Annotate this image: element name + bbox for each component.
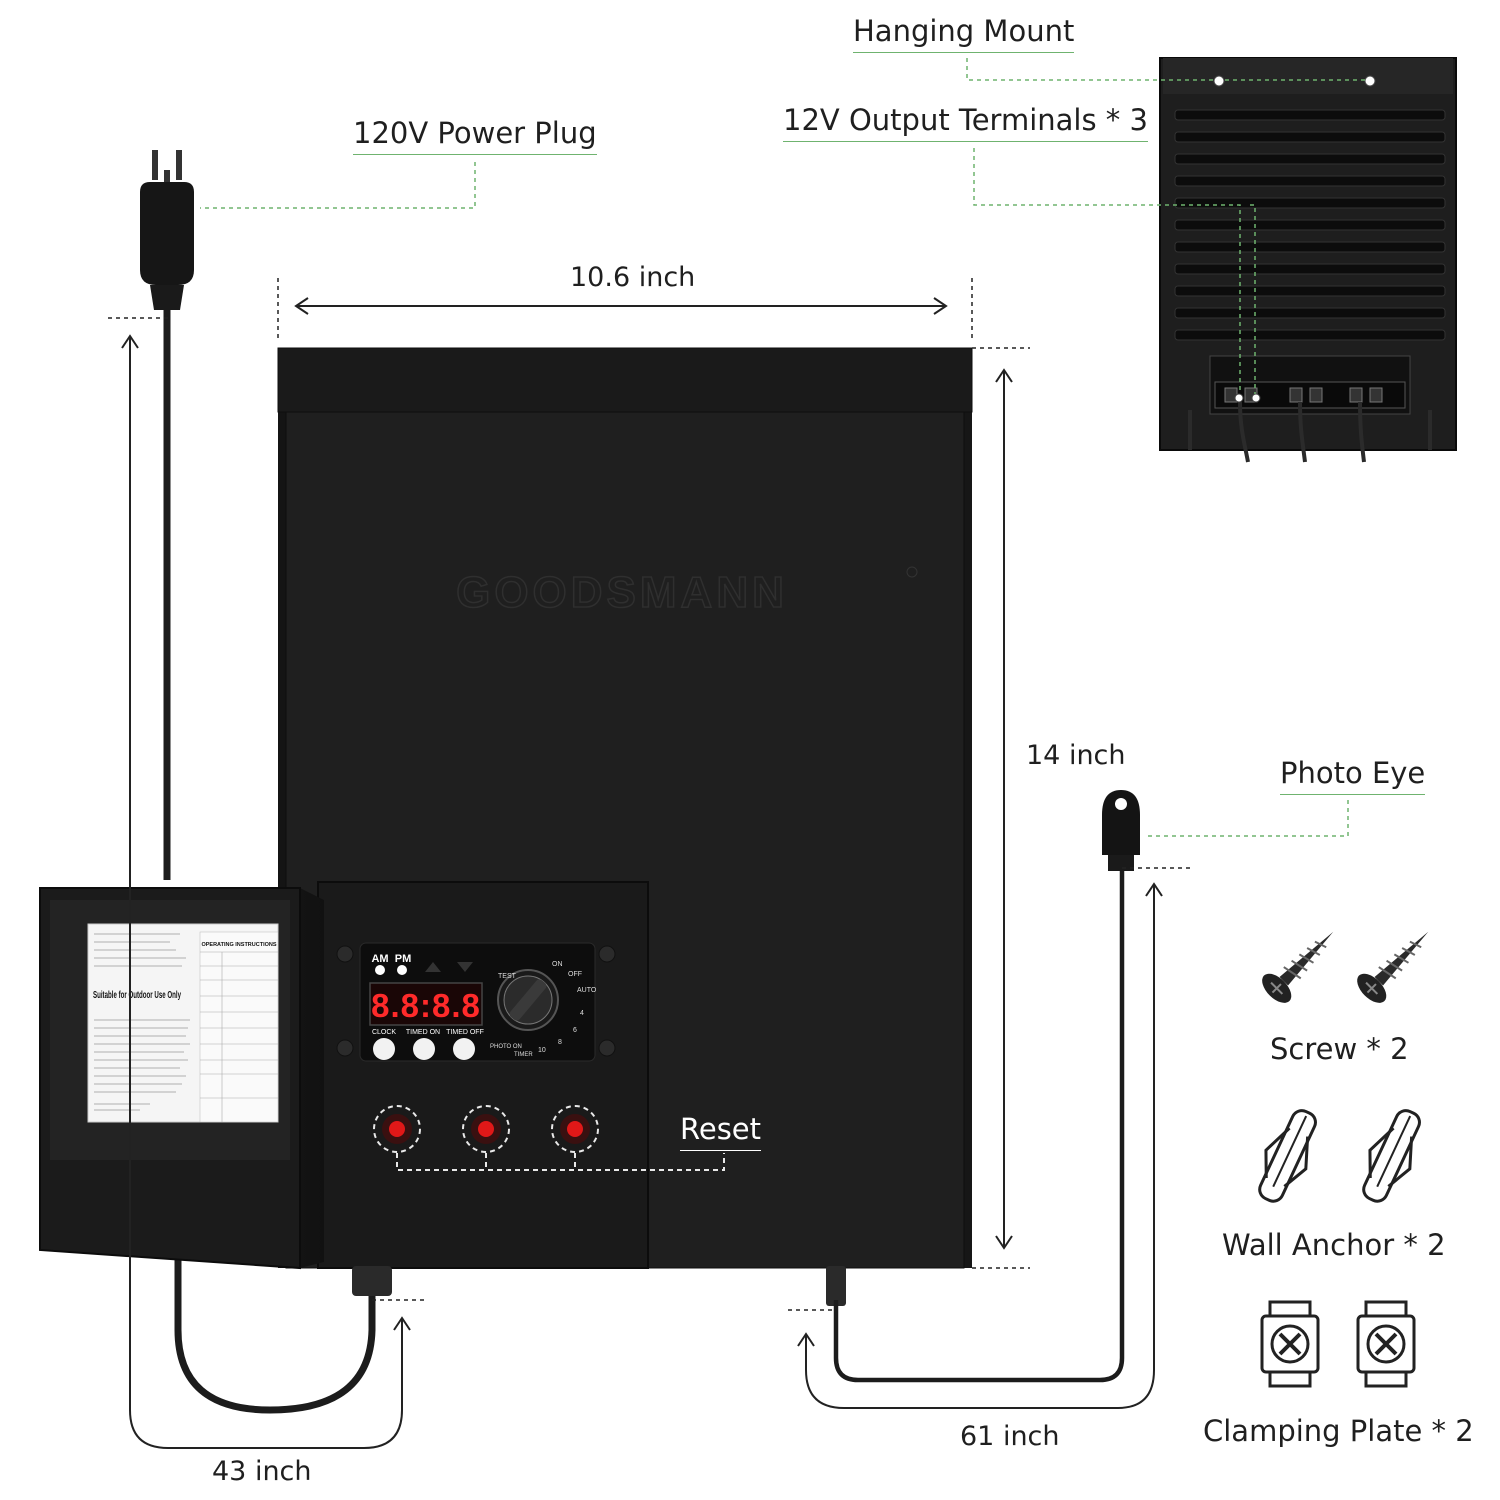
reset-buttons bbox=[373, 1105, 725, 1171]
am-label: AM bbox=[371, 953, 388, 965]
power-plug-label: 120V Power Plug bbox=[353, 116, 597, 155]
clamping-plate-label: Clamping Plate * 2 bbox=[1203, 1414, 1474, 1448]
dial-mark-test: TEST bbox=[498, 973, 517, 980]
screw-icon bbox=[1262, 931, 1429, 1003]
dial-mark-4: 4 bbox=[580, 1010, 584, 1017]
open-door: OPERATING INSTRUCTIONS Suitable for Outd… bbox=[39, 887, 324, 1270]
dial-mark-photo-on: PHOTO ON bbox=[490, 1044, 522, 1050]
suitable-text: Suitable for Outdoor Use Only bbox=[93, 989, 181, 1001]
clamping-plate-icon bbox=[1260, 1300, 1416, 1388]
clock-button-label: CLOCK bbox=[372, 1029, 396, 1036]
photo-eye-label: Photo Eye bbox=[1280, 756, 1426, 795]
timed-off-button bbox=[453, 1038, 475, 1060]
instructions-title: OPERATING INSTRUCTIONS bbox=[201, 942, 276, 948]
back-view bbox=[1159, 57, 1457, 463]
height-dimension: 14 inch bbox=[1026, 740, 1126, 771]
photo-eye-cord bbox=[833, 871, 1125, 1383]
power-cord-length: 43 inch bbox=[212, 1456, 312, 1487]
width-dimension: 10.6 inch bbox=[570, 262, 696, 293]
dial-mark-off: OFF bbox=[568, 971, 582, 978]
dial-mark-6: 6 bbox=[573, 1027, 577, 1034]
brand-emboss: GOODSMANN bbox=[456, 568, 788, 617]
dimension-lines bbox=[108, 278, 1190, 1449]
wall-anchor-icon bbox=[1258, 1109, 1421, 1203]
dial-mark-auto: AUTO bbox=[577, 987, 597, 994]
hanging-mount-label: Hanging Mount bbox=[853, 14, 1075, 53]
clock-button bbox=[373, 1038, 395, 1060]
wall-anchor-label: Wall Anchor * 2 bbox=[1222, 1228, 1446, 1262]
photo-eye-cord-length: 61 inch bbox=[960, 1421, 1060, 1452]
timed-on-button bbox=[413, 1038, 435, 1060]
timed-on-button-label: TIMED ON bbox=[406, 1029, 440, 1036]
screw-label: Screw * 2 bbox=[1270, 1032, 1409, 1066]
dial-mark-8: 8 bbox=[558, 1039, 562, 1046]
transformer-box: GOODSMANN AM PM 8.8:8.8 CLOCK TIMED ON T… bbox=[277, 347, 973, 1306]
power-cord bbox=[163, 310, 376, 1414]
timed-off-button-label: TIMED OFF bbox=[446, 1029, 484, 1036]
led-display: 8.8:8.8 bbox=[371, 987, 481, 1024]
callout-leaders bbox=[200, 58, 1365, 837]
reset-label: Reset bbox=[680, 1112, 762, 1151]
power-plug bbox=[140, 150, 194, 310]
photo-eye bbox=[1102, 790, 1140, 871]
output-terminals-label: 12V Output Terminals * 3 bbox=[783, 103, 1148, 142]
dial-mark-on: ON bbox=[552, 961, 563, 968]
dial-mark-10: 10 bbox=[538, 1047, 546, 1054]
dial-mark-timer: TIMER bbox=[514, 1052, 533, 1058]
pm-label: PM bbox=[395, 953, 412, 965]
